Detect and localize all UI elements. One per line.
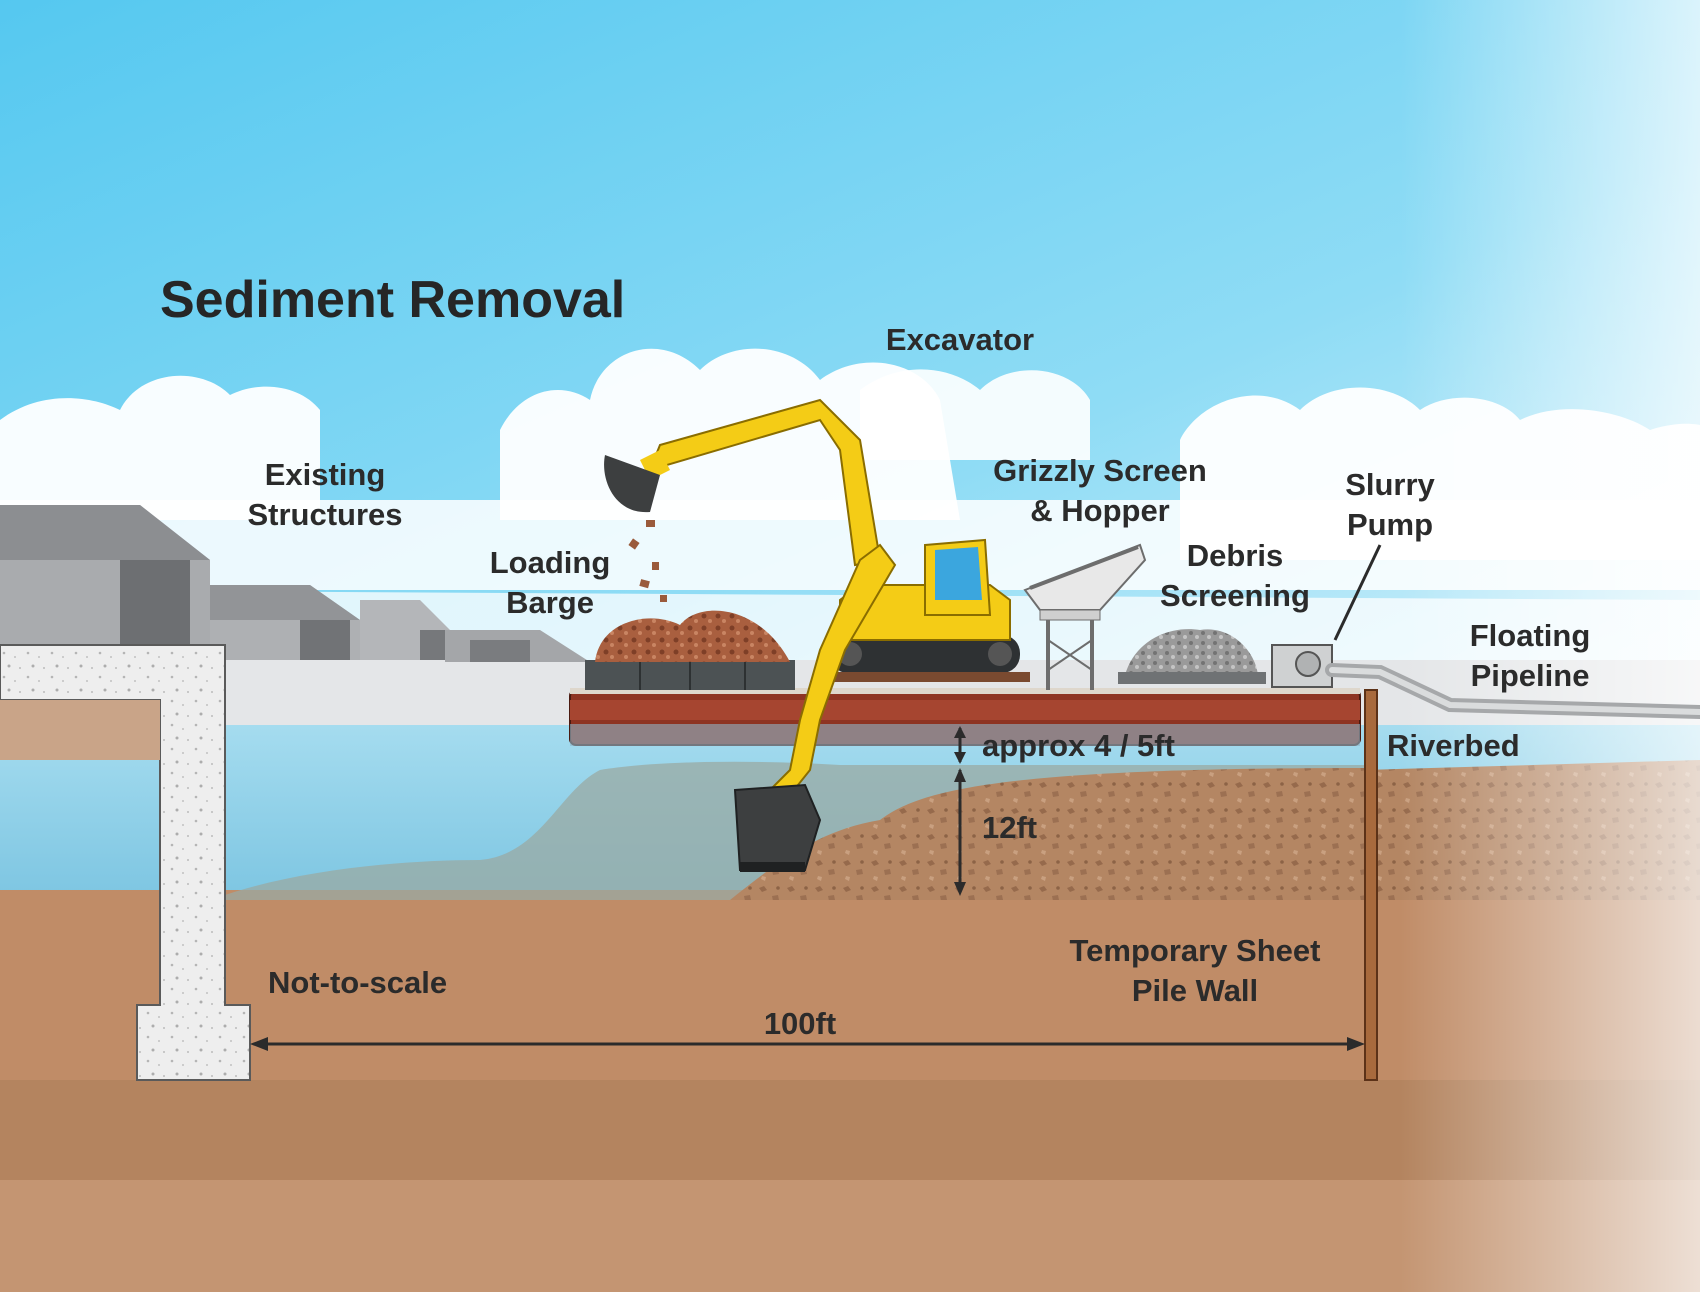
sediment-gravel xyxy=(730,768,1365,900)
slurry-pump xyxy=(1271,644,1333,688)
excavator xyxy=(604,398,1030,872)
existing-structures xyxy=(0,505,590,662)
width-label: 100ft xyxy=(763,1006,837,1041)
draft-dimension xyxy=(954,726,966,764)
not-to-scale-label: Not-to-scale xyxy=(268,965,448,1000)
grizzly-screen-hopper xyxy=(1023,543,1147,690)
riverbed-label: Riverbed xyxy=(1387,728,1520,763)
loading-barge xyxy=(569,610,1361,746)
depth-dimension xyxy=(954,768,966,896)
temporary-sheet-pile-wall xyxy=(1364,689,1378,1081)
loading-barge-label: Loading Barge xyxy=(489,545,611,620)
floating-pipeline-label: Floating Pipeline xyxy=(1469,618,1591,693)
slurry-pump-label: Slurry Pump xyxy=(1345,467,1435,542)
debris-screening-label: Debris Screening xyxy=(1160,538,1310,613)
edge-fade xyxy=(1400,0,1700,1292)
page-title: Sediment Removal xyxy=(160,271,626,329)
depth-label: 12ft xyxy=(982,810,1038,845)
excavator-label: Excavator xyxy=(885,322,1035,357)
existing-structures-label: Existing Structures xyxy=(247,457,403,532)
debris-screening-pile xyxy=(1118,629,1266,684)
slurry-pump-leader xyxy=(1333,544,1382,641)
sheet-pile-wall-label: Temporary Sheet Pile Wall xyxy=(1069,933,1321,1008)
concrete-retaining-wall xyxy=(0,644,251,1081)
draft-label: approx 4 / 5ft xyxy=(982,728,1175,763)
width-dimension xyxy=(250,1037,1365,1051)
grizzly-screen-label: Grizzly Screen & Hopper xyxy=(993,453,1207,528)
